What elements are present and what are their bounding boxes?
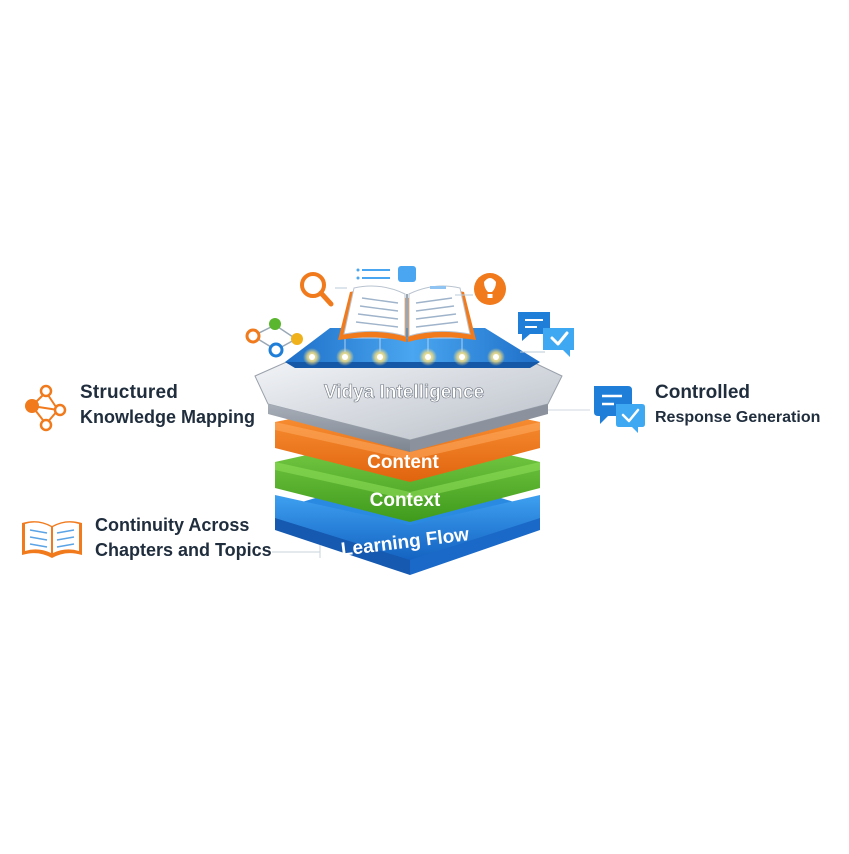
feature-controlled-response-generation: Controlled Response Generation	[655, 382, 820, 427]
feature-subtitle: Knowledge Mapping	[80, 407, 255, 427]
layer-vidya-intelligence: Vidya Intelligence	[254, 355, 563, 452]
feature-structured-knowledge-mapping: Structured Knowledge Mapping	[80, 382, 255, 428]
feature-subtitle: Chapters and Topics	[95, 540, 272, 560]
layer-label-context: Context	[370, 490, 441, 511]
lightbulb-icon	[455, 273, 506, 305]
network-nodes-icon	[245, 318, 303, 358]
list-card-icon	[356, 266, 446, 289]
chat-check-icon	[518, 312, 574, 357]
magnifier-icon	[300, 272, 347, 307]
network-nodes-icon	[25, 384, 67, 432]
feature-title: Continuity Across	[95, 515, 250, 535]
feature-continuity-across-chapters: Continuity Across Chapters and Topics	[95, 515, 272, 561]
feature-title: Controlled	[655, 382, 750, 403]
feature-subtitle: Response Generation	[655, 409, 821, 426]
chat-bubbles-icon	[548, 386, 645, 433]
glow-lights	[303, 348, 505, 366]
open-book-icon	[22, 521, 321, 558]
open-book-icon	[338, 285, 476, 342]
layer-label-vidya-intelligence: Vidya Intelligence	[324, 382, 484, 403]
feature-title: Structured	[80, 382, 179, 403]
layer-label-content: Content	[367, 452, 439, 473]
